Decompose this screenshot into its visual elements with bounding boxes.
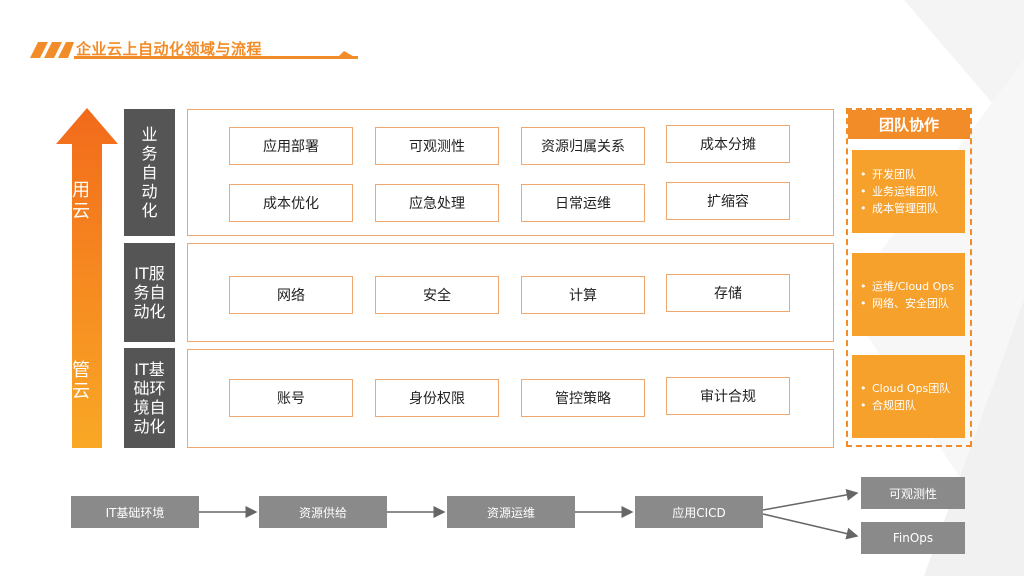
header-stripes-icon	[30, 42, 74, 58]
flow-step-it-infra: IT基础环境	[71, 496, 199, 528]
header-underline	[74, 56, 358, 59]
arrow-top-label: 用云	[72, 180, 90, 222]
category-it-service-automation: IT服务自动化	[124, 243, 175, 342]
panel-it-service: 网络 安全 计算 存储	[187, 243, 834, 342]
team-member: 合规团队	[860, 397, 959, 414]
item-daily-ops: 日常运维	[521, 184, 645, 222]
item-emergency: 应急处理	[375, 184, 499, 222]
panel-it-infra: 账号 身份权限 管控策略 审计合规	[187, 349, 834, 448]
item-identity: 身份权限	[375, 379, 499, 417]
team-group-infra: Cloud Ops团队 合规团队	[852, 355, 965, 438]
panel-business: 应用部署 可观测性 资源归属关系 成本分摊 成本优化 应急处理 日常运维 扩缩容	[187, 109, 834, 236]
item-app-deploy: 应用部署	[229, 127, 353, 165]
item-network: 网络	[229, 276, 353, 314]
item-compute: 计算	[521, 276, 645, 314]
team-member: 网络、安全团队	[860, 295, 959, 312]
team-title: 团队协作	[848, 110, 970, 139]
up-arrow-graphic	[56, 108, 118, 448]
flow-step-app-cicd: 应用CICD	[635, 496, 763, 528]
item-resource-ownership: 资源归属关系	[521, 127, 645, 165]
team-member: 运维/Cloud Ops	[860, 278, 959, 295]
flow-step-resource-ops: 资源运维	[447, 496, 575, 528]
header-underline-tip	[336, 51, 358, 59]
team-member: 成本管理团队	[860, 200, 959, 217]
item-security: 安全	[375, 276, 499, 314]
item-cost-optimization: 成本优化	[229, 184, 353, 222]
flow-output-finops: FinOps	[861, 522, 965, 554]
page-title: 企业云上自动化领域与流程	[76, 40, 263, 58]
category-business-automation: 业务自动化	[124, 109, 175, 236]
team-collaboration-frame	[846, 108, 972, 447]
flow-output-observability: 可观测性	[861, 477, 965, 509]
item-audit: 审计合规	[666, 377, 790, 415]
team-member: 开发团队	[860, 166, 959, 183]
item-cost-allocation: 成本分摊	[666, 125, 790, 163]
arrow-bottom-label: 管云	[72, 360, 90, 402]
item-policy: 管控策略	[521, 379, 645, 417]
team-member: Cloud Ops团队	[860, 380, 959, 397]
item-observability: 可观测性	[375, 127, 499, 165]
team-group-business: 开发团队 业务运维团队 成本管理团队	[852, 150, 965, 233]
item-storage: 存储	[666, 274, 790, 312]
team-member: 业务运维团队	[860, 183, 959, 200]
flow-step-resource-supply: 资源供给	[259, 496, 387, 528]
team-group-it-service: 运维/Cloud Ops 网络、安全团队	[852, 253, 965, 336]
item-scaling: 扩缩容	[666, 182, 790, 220]
category-it-infra-automation: IT基础环境自动化	[124, 348, 175, 448]
item-account: 账号	[229, 379, 353, 417]
